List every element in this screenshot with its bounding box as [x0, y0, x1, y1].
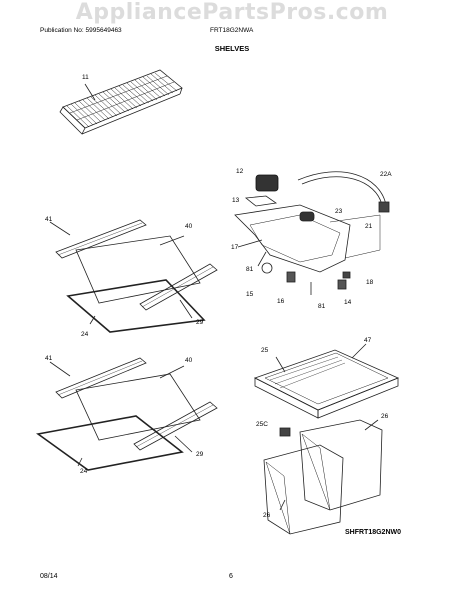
callout-25: 25	[261, 347, 269, 354]
callout-17: 17	[231, 244, 239, 251]
callout-14: 14	[344, 299, 352, 306]
callout-16: 16	[277, 298, 285, 305]
footer-date: 08/14	[40, 573, 58, 580]
glass-shelf-upper	[49, 219, 218, 333]
callout-40: 40	[185, 223, 193, 230]
callout-24: 24	[81, 331, 89, 338]
publication-number: Publication No: 5995649463	[40, 27, 122, 34]
glass-shelf-lower	[36, 357, 218, 471]
callout-21: 21	[365, 223, 373, 230]
callout-47: 47	[364, 337, 372, 344]
callout-labels: 11 12 13 22A 23 41 40 17 21 81 18 15 16 …	[45, 74, 401, 536]
callout-12: 12	[236, 168, 244, 175]
callout-40b: 40	[185, 357, 193, 364]
callout-11: 11	[82, 74, 89, 81]
section-title: SHELVES	[214, 44, 250, 53]
diagram-code: SHFRT18G2NW0	[345, 529, 401, 536]
callout-26: 26	[381, 413, 389, 420]
page-number: 6	[229, 573, 233, 580]
crisper-cover	[253, 343, 400, 419]
model-number: FRT18G2NWA	[210, 27, 254, 34]
control-housing	[234, 171, 390, 295]
callout-24b: 24	[80, 468, 88, 475]
watermark: AppliancePartsPros.com	[75, 0, 389, 25]
callout-13: 13	[232, 197, 240, 204]
callout-25c: 25C	[256, 421, 268, 428]
wire-shelf	[59, 69, 183, 135]
callout-22a: 22A	[380, 171, 392, 178]
callout-15: 15	[246, 291, 254, 298]
callout-41b: 41	[45, 355, 53, 362]
callout-29b: 29	[196, 451, 204, 458]
callout-81b: 81	[318, 303, 326, 310]
callout-18: 18	[366, 279, 374, 286]
callout-26b: 26	[263, 512, 271, 519]
callout-29: 29	[196, 319, 204, 326]
crisper-drawers	[263, 419, 383, 535]
callout-81: 81	[246, 266, 254, 273]
callout-23: 23	[335, 208, 343, 215]
callout-41: 41	[45, 216, 53, 223]
